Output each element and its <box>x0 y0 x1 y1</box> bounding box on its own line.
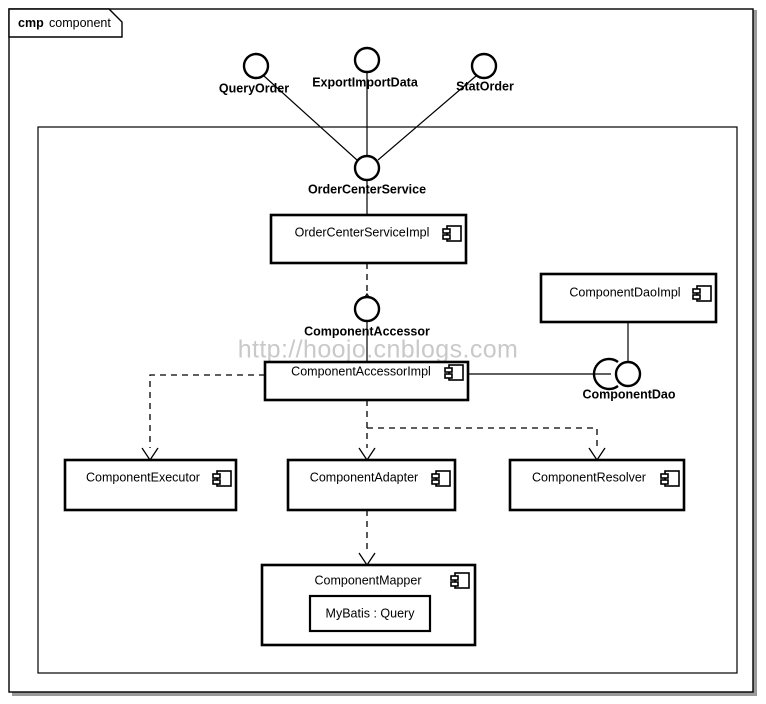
component-label: ComponentDaoImpl <box>569 285 680 299</box>
component-dao-socket-icon <box>592 357 619 391</box>
diagram-frame-inner <box>37 126 738 674</box>
interface-stat-order[interactable]: StatOrder <box>456 52 514 93</box>
nested-artifact-label: MyBatis : Query <box>326 606 416 620</box>
interface-component-accessor[interactable]: ComponentAccessor <box>304 295 430 338</box>
component-icon <box>450 572 470 589</box>
interface-component-dao[interactable]: ComponentDao <box>582 357 676 401</box>
component-icon <box>442 225 462 242</box>
component-box <box>539 272 718 324</box>
interface-label: ComponentDao <box>582 387 675 401</box>
stat-order-icon <box>470 52 498 80</box>
component-accessor-icon <box>353 295 381 323</box>
component-icon <box>444 364 464 381</box>
component-label: ComponentAdapter <box>310 470 418 484</box>
component-box <box>508 458 686 512</box>
interface-label: QueryOrder <box>219 81 289 95</box>
component-icon <box>212 470 232 487</box>
component-label: ComponentResolver <box>532 470 646 484</box>
component-component-dao-impl[interactable]: ComponentDaoImpl <box>539 272 718 324</box>
component-icon <box>660 470 680 487</box>
component-box <box>269 213 468 265</box>
component-component-executor[interactable]: ComponentExecutor <box>63 458 238 512</box>
component-label: ComponentAccessorImpl <box>291 364 431 378</box>
connector-accessorimpl-componentresolver <box>367 427 598 448</box>
watermark-text: http://hoojo.cnblogs.com <box>238 336 519 364</box>
component-label: ComponentExecutor <box>86 470 200 484</box>
frame-tab-name: component <box>49 16 111 30</box>
export-import-data-icon <box>353 46 381 74</box>
connector-statorder-ordercenterservice <box>377 75 477 161</box>
interface-label: ComponentAccessor <box>304 324 430 338</box>
component-box <box>63 458 238 512</box>
nested-artifact-box <box>308 594 432 633</box>
interface-query-order[interactable]: QueryOrder <box>219 52 289 95</box>
connector-accessorimpl-componentexecutor <box>149 374 265 448</box>
component-label: ComponentMapper <box>314 573 421 587</box>
component-label: OrderCenterServiceImpl <box>295 225 430 239</box>
component-box <box>286 458 457 512</box>
component-icon <box>692 285 712 302</box>
component-component-adapter[interactable]: ComponentAdapter <box>286 458 457 512</box>
interface-label: ExportImportData <box>312 75 419 89</box>
component-order-center-service-impl[interactable]: OrderCenterServiceImpl <box>269 213 468 265</box>
component-icon <box>431 470 451 487</box>
interface-order-center-service[interactable]: OrderCenterService <box>308 154 426 196</box>
component-component-accessor-impl[interactable]: ComponentAccessorImpl <box>263 360 470 402</box>
component-component-resolver[interactable]: ComponentResolver <box>508 458 686 512</box>
interface-export-import-data[interactable]: ExportImportData <box>312 46 419 89</box>
query-order-icon <box>242 52 270 80</box>
page-shadow-bottom <box>12 692 757 696</box>
connector-queryorder-ordercenterservice <box>263 75 358 161</box>
component-box <box>263 360 470 402</box>
order-center-service-icon <box>353 154 381 182</box>
component-dao-ball-icon <box>614 360 642 388</box>
frame-tab-keyword: cmp <box>18 16 44 30</box>
component-component-mapper[interactable]: ComponentMapper MyBatis : Query <box>260 563 477 647</box>
page-shadow-right <box>753 10 757 696</box>
interface-label: StatOrder <box>456 79 514 93</box>
frame-tab <box>8 8 123 38</box>
interface-label: OrderCenterService <box>308 182 426 196</box>
